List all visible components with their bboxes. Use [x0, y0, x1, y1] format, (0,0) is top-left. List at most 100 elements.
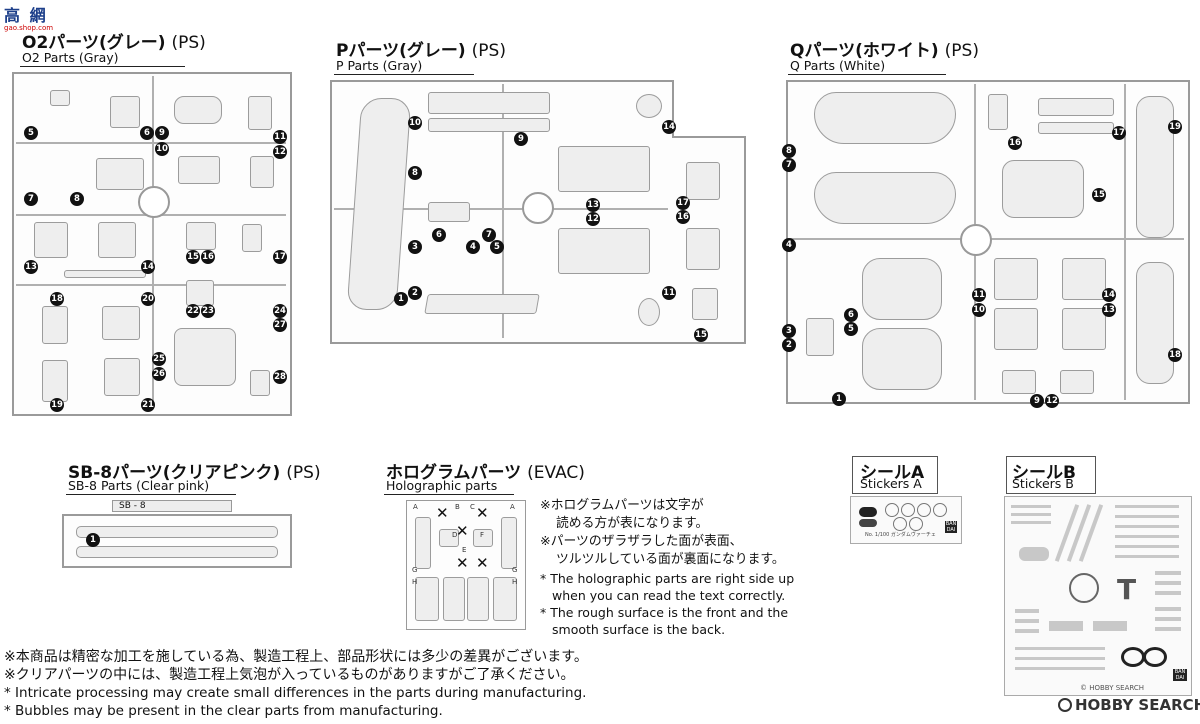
logo-sub-text: gao.shop.com	[4, 24, 54, 32]
holo-note-jp-2: 読める方が表になります。	[556, 516, 709, 531]
holo-title: ホログラムパーツ(EVAC)	[386, 458, 585, 483]
p-part-number: 6	[432, 228, 446, 242]
p-title-ps: (PS)	[471, 41, 506, 61]
q-part-number: 19	[1168, 120, 1182, 134]
holo-notes: ※ホログラムパーツは文字が 読める方が表になります。 ※パーツのザラザラした面が…	[540, 497, 794, 638]
holo-letter: D	[452, 531, 458, 539]
o2-part-number: 18	[50, 292, 64, 306]
o2-part-number: 27	[273, 318, 287, 332]
x-mark-icon: ✕	[456, 522, 469, 540]
x-mark-icon: ✕	[476, 554, 489, 572]
p-part-number: 14	[662, 120, 676, 134]
p-part-number: 8	[408, 166, 422, 180]
p-part-number: 16	[676, 210, 690, 224]
shop-logo: 高 網 gao.shop.com	[4, 2, 74, 36]
q-part-number: 7	[782, 158, 796, 172]
o2-runner	[12, 72, 292, 416]
holo-note-jp-1: ※ホログラムパーツは文字が	[540, 498, 704, 513]
q-title-ps: (PS)	[944, 41, 979, 61]
bottom-note-jp-2: ※クリアパーツの中には、製造工程上気泡が入っているものがありますがご了承ください…	[4, 667, 575, 683]
q-part-number: 2	[782, 338, 796, 352]
holo-letter: G	[412, 566, 418, 574]
p-runner-extension	[672, 136, 746, 344]
sticker-a-title-jp: シールA	[860, 463, 925, 483]
sticker-b-sheet: T BAN DAI	[1004, 496, 1192, 696]
p-runner	[330, 80, 674, 344]
q-title-underline	[788, 74, 946, 75]
sticker-a-title-en: Stickers A	[860, 476, 922, 491]
sb8-runner	[62, 514, 292, 568]
holo-letter: E	[462, 546, 467, 554]
holo-letter: C	[470, 503, 475, 511]
o2-title-jp: O2パーツ(グレー)	[22, 33, 166, 53]
holo-letter: A	[510, 503, 515, 511]
o2-part-number: 17	[273, 250, 287, 264]
holo-letter: G	[512, 566, 518, 574]
x-mark-icon: ✕	[456, 554, 469, 572]
p-title: Pパーツ(グレー)(PS)	[336, 36, 506, 61]
o2-part-number: 19	[50, 398, 64, 412]
q-part-number: 17	[1112, 126, 1126, 140]
o2-part-number: 20	[141, 292, 155, 306]
p-title-underline	[334, 74, 474, 75]
q-part-number: 14	[1102, 288, 1116, 302]
logo-top-text: 高 網	[4, 6, 48, 25]
watermark-copyright: © HOBBY SEARCH	[1080, 684, 1145, 692]
p-part-number: 4	[466, 240, 480, 254]
q-part-number: 16	[1008, 136, 1022, 150]
q-title: Qパーツ(ホワイト)(PS)	[790, 36, 979, 61]
holo-note-en-1: * The holographic parts are right side u…	[540, 571, 795, 586]
sb8-title-jp: SB-8パーツ(クリアピンク)	[68, 463, 281, 483]
p-part-number: 17	[676, 196, 690, 210]
holo-note-jp-4: ツルツルしている面が裏面になります。	[556, 552, 785, 567]
holo-title-underline	[384, 494, 514, 495]
o2-part-number: 8	[70, 192, 84, 206]
o2-part-number: 13	[24, 260, 38, 274]
q-part-number: 5	[844, 322, 858, 336]
q-part-number: 11	[972, 288, 986, 302]
q-part-number: 15	[1092, 188, 1106, 202]
o2-part-number: 26	[152, 367, 166, 381]
o2-part-number: 7	[24, 192, 38, 206]
holo-note-en-2: when you can read the text correctly.	[552, 588, 786, 603]
o2-part-number: 10	[155, 142, 169, 156]
q-title-en: Q Parts (White)	[790, 58, 886, 73]
q-part-number: 18	[1168, 348, 1182, 362]
holo-runner	[406, 500, 526, 630]
bottom-notes: ※本商品は精密な加工を施している為、製造工程上、部品形状には多少の差異がございま…	[4, 648, 588, 720]
holo-letter: H	[412, 578, 418, 586]
p-part-number: 12	[586, 212, 600, 226]
o2-part-number: 22	[186, 304, 200, 318]
p-part-number: 15	[694, 328, 708, 342]
sb8-title-ps: (PS)	[286, 463, 321, 483]
p-part-number: 5	[490, 240, 504, 254]
q-part-number: 9	[1030, 394, 1044, 408]
sticker-a-sheet-text: No. 1/100 ガンダムヴァーチェ	[865, 532, 936, 538]
holo-note-jp-3: ※パーツのザラザラした面が表面、	[540, 534, 743, 549]
sticker-b-brand: BAN DAI	[1173, 669, 1187, 681]
sb8-runner-tag: SB - 8	[112, 500, 232, 512]
sb8-part-number: 1	[86, 533, 100, 547]
watermark: HOBBY SEARCH	[1058, 696, 1200, 714]
p-part-number: 1	[394, 292, 408, 306]
sticker-a-sheet: No. 1/100 ガンダムヴァーチェ BAN DAI	[850, 496, 962, 544]
o2-part-number: 12	[273, 145, 287, 159]
o2-title: O2パーツ(グレー)(PS)	[22, 28, 206, 53]
o2-part-number: 25	[152, 352, 166, 366]
q-part-number: 10	[972, 303, 986, 317]
sb8-title-underline	[66, 494, 236, 495]
x-mark-icon: ✕	[476, 504, 489, 522]
o2-part-number: 28	[273, 370, 287, 384]
sticker-a-brand: BAN DAI	[945, 521, 957, 533]
sb8-title-en: SB-8 Parts (Clear pink)	[68, 478, 210, 493]
o2-part-number: 16	[201, 250, 215, 264]
bottom-note-en-2: * Bubbles may be present in the clear pa…	[4, 703, 443, 719]
q-part-number: 3	[782, 324, 796, 338]
watermark-text: HOBBY SEARCH	[1075, 696, 1200, 714]
o2-part-number: 5	[24, 126, 38, 140]
holo-title-jp: ホログラムパーツ	[386, 463, 522, 483]
o2-part-number: 24	[273, 304, 287, 318]
o2-part-number: 14	[141, 260, 155, 274]
sticker-b-title-jp: シールB	[1012, 463, 1076, 483]
sticker-a-label-box	[852, 456, 938, 494]
